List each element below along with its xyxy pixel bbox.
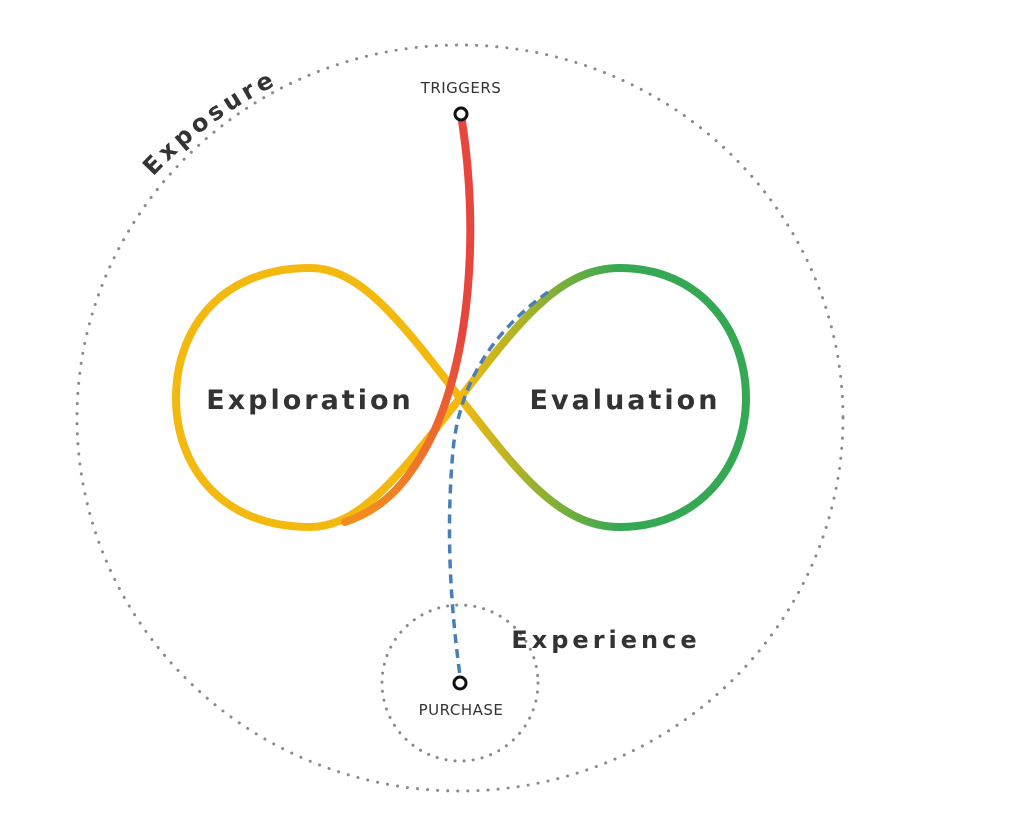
triggers-node bbox=[453, 106, 469, 122]
exploration-loop bbox=[171, 263, 464, 532]
purchase-path bbox=[447, 290, 550, 677]
exposure-label-text: Exposure bbox=[137, 64, 277, 181]
experience-boundary bbox=[380, 603, 540, 763]
exposure-boundary bbox=[75, 43, 845, 793]
purchase-label: PURCHASE bbox=[419, 701, 504, 719]
evaluation-label: Evaluation bbox=[530, 385, 721, 416]
experience-label: Experience bbox=[511, 626, 700, 654]
purchase-node bbox=[452, 675, 468, 691]
triggers-label: TRIGGERS bbox=[420, 79, 502, 97]
evaluation-loop bbox=[456, 263, 751, 532]
exploration-label: Exploration bbox=[206, 385, 413, 416]
exposure-label: Exposure bbox=[137, 64, 281, 181]
trigger-path bbox=[341, 111, 475, 526]
